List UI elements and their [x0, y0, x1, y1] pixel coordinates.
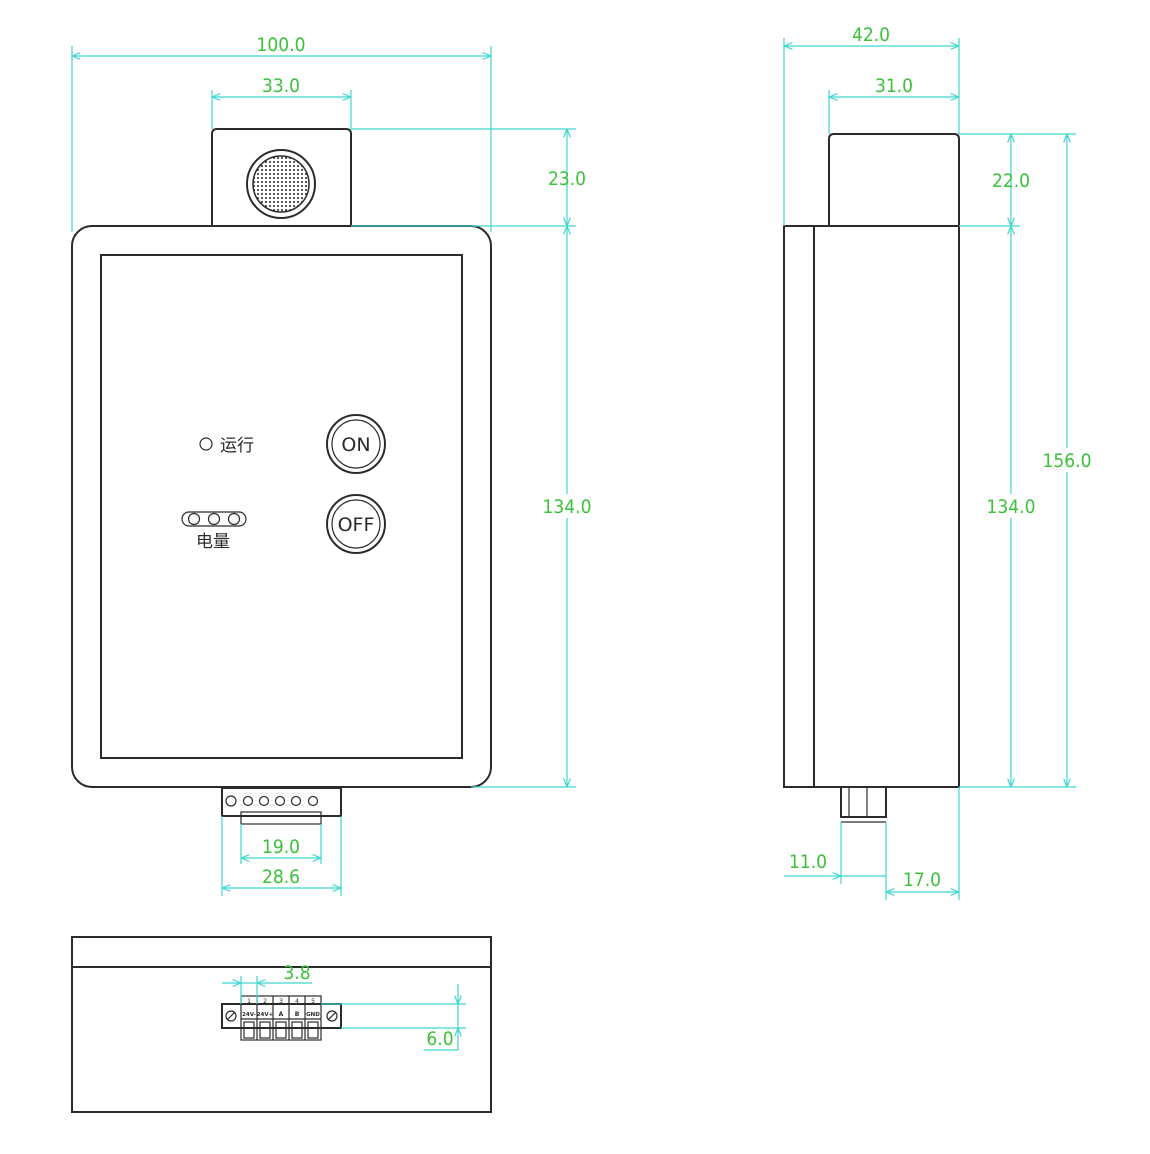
front-view: 运行 电量 ON OFF [71, 34, 594, 896]
dim-cap-depth: 31.0 [875, 75, 913, 97]
dim-pin-pitch: 3.8 [283, 962, 310, 984]
pin-number-5: 5 [311, 998, 315, 1005]
dim-side-body-height: 134.0 [987, 496, 1036, 518]
front-dimensions: 100.0 33.0 23.0 134.0 19.0 [71, 34, 594, 896]
dim-sensor-height: 23.0 [548, 168, 586, 190]
on-button: ON [326, 414, 386, 474]
sensor-grille-outer [246, 149, 316, 219]
battery-label: 电量 [196, 532, 230, 552]
dim-terminal-pitch-span: 19.0 [262, 836, 300, 858]
off-button: OFF [326, 494, 386, 554]
sensor-grille-mesh [252, 155, 310, 213]
dim-total-height: 156.0 [1043, 450, 1092, 472]
side-dimensions: 42.0 31.0 22.0 134.0 156.0 11.0 [783, 24, 1094, 900]
battery-led-2 [207, 512, 221, 526]
pin-label-4: B [295, 1011, 300, 1018]
svg-text:OFF: OFF [338, 514, 375, 536]
side-terminal [840, 786, 887, 823]
pin-number-4: 4 [295, 998, 299, 1005]
battery-led-frame [181, 511, 247, 527]
sensor-housing [211, 128, 352, 225]
battery-led-1 [187, 512, 201, 526]
pin-label-2: 24V+ [257, 1012, 274, 1018]
bottom-view: 1 2 3 4 5 24V- 24V+ A B GND 3.8 [71, 936, 492, 1113]
bottom-body [71, 936, 492, 1113]
pin-label-5: GND [306, 1012, 320, 1018]
dim-terminal-height: 6.0 [426, 1028, 453, 1050]
bottom-terminal-block: 1 2 3 4 5 24V- 24V+ A B GND [221, 995, 342, 1041]
battery-led-3 [227, 512, 241, 526]
run-led-label: 运行 [220, 436, 254, 456]
side-body [783, 225, 960, 788]
side-view: 42.0 31.0 22.0 134.0 156.0 11.0 [783, 24, 1094, 900]
dim-terminal-width: 28.6 [262, 866, 300, 888]
pin-number-3: 3 [279, 998, 283, 1005]
dim-total-width: 100.0 [257, 34, 306, 56]
run-led-indicator [199, 437, 213, 451]
bottom-dimensions: 3.8 6.0 [222, 962, 466, 1051]
pin-label-3: A [279, 1011, 284, 1018]
dim-terminal-offset: 11.0 [789, 851, 827, 873]
dim-body-height: 134.0 [543, 496, 592, 518]
pin-label-1: 24V- [242, 1012, 256, 1018]
front-panel [100, 254, 463, 759]
pin-number-2: 2 [263, 998, 267, 1005]
front-terminal-block [221, 787, 342, 825]
svg-text:ON: ON [341, 434, 370, 456]
dim-total-depth: 42.0 [852, 24, 890, 46]
dim-cap-height: 22.0 [992, 170, 1030, 192]
main-body-outline [71, 225, 492, 788]
dim-terminal-to-back: 17.0 [903, 869, 941, 891]
dim-sensor-width: 33.0 [262, 75, 300, 97]
pin-number-1: 1 [247, 998, 251, 1005]
side-cap [828, 133, 960, 226]
